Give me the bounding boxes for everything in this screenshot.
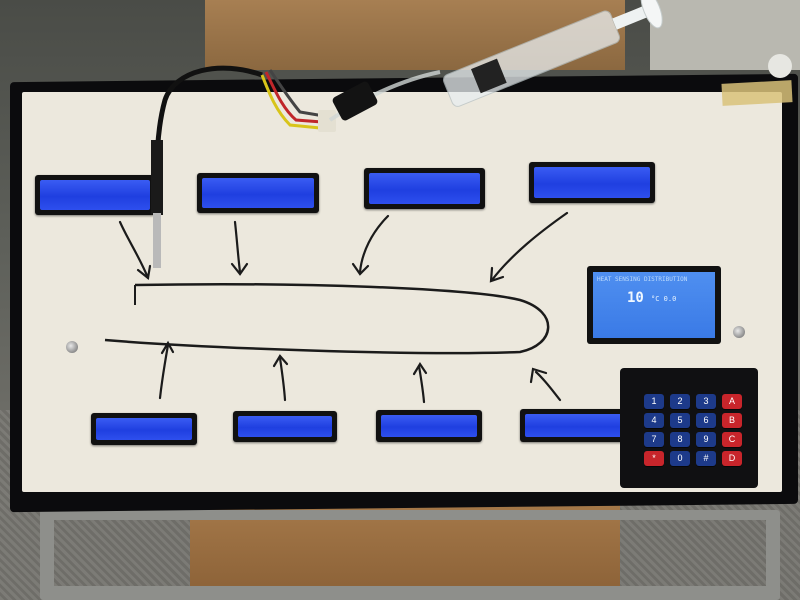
lcd-display-top-1 <box>35 175 155 215</box>
graphic-lcd-display: HEAT SENSING DISTRIBUTION 10 °C 0.0 <box>587 266 721 344</box>
keypad-key-1[interactable]: 1 <box>644 394 664 409</box>
keypad-key-A[interactable]: A <box>722 394 742 409</box>
screw-icon <box>66 341 78 353</box>
lcd-display-bottom-4 <box>520 409 628 442</box>
display-value: 10 <box>627 290 644 306</box>
temperature-probe-icon <box>151 65 336 268</box>
keypad-key-star[interactable]: * <box>644 451 664 466</box>
lcd-display-top-3 <box>364 168 485 209</box>
lcd-display-top-2 <box>197 173 319 213</box>
keypad-key-C[interactable]: C <box>722 432 742 447</box>
keypad-key-B[interactable]: B <box>722 413 742 428</box>
keypad-key-0[interactable]: 0 <box>670 451 690 466</box>
metal-stand <box>40 510 780 600</box>
lcd-display-bottom-1 <box>91 413 197 445</box>
keypad-key-5[interactable]: 5 <box>670 413 690 428</box>
display-header: HEAT SENSING DISTRIBUTION <box>597 276 688 283</box>
keypad-key-6[interactable]: 6 <box>696 413 716 428</box>
keypad-key-hash[interactable]: # <box>696 451 716 466</box>
screw-icon <box>733 326 745 338</box>
lcd-display-bottom-3 <box>376 410 482 442</box>
arrow-icon <box>118 211 569 404</box>
keypad-key-7[interactable]: 7 <box>644 432 664 447</box>
syringe-icon <box>328 0 792 122</box>
pipe-outline <box>104 282 550 355</box>
keypad-key-2[interactable]: 2 <box>670 394 690 409</box>
keypad-key-4[interactable]: 4 <box>644 413 664 428</box>
keypad-key-D[interactable]: D <box>722 451 742 466</box>
display-unit: °C 0.0 <box>651 295 677 303</box>
keypad-key-8[interactable]: 8 <box>670 432 690 447</box>
table-surface <box>190 505 620 600</box>
lcd-display-bottom-2 <box>233 411 337 442</box>
keypad-key-9[interactable]: 9 <box>696 432 716 447</box>
keypad-key-3[interactable]: 3 <box>696 394 716 409</box>
lcd-display-top-4 <box>529 162 655 203</box>
